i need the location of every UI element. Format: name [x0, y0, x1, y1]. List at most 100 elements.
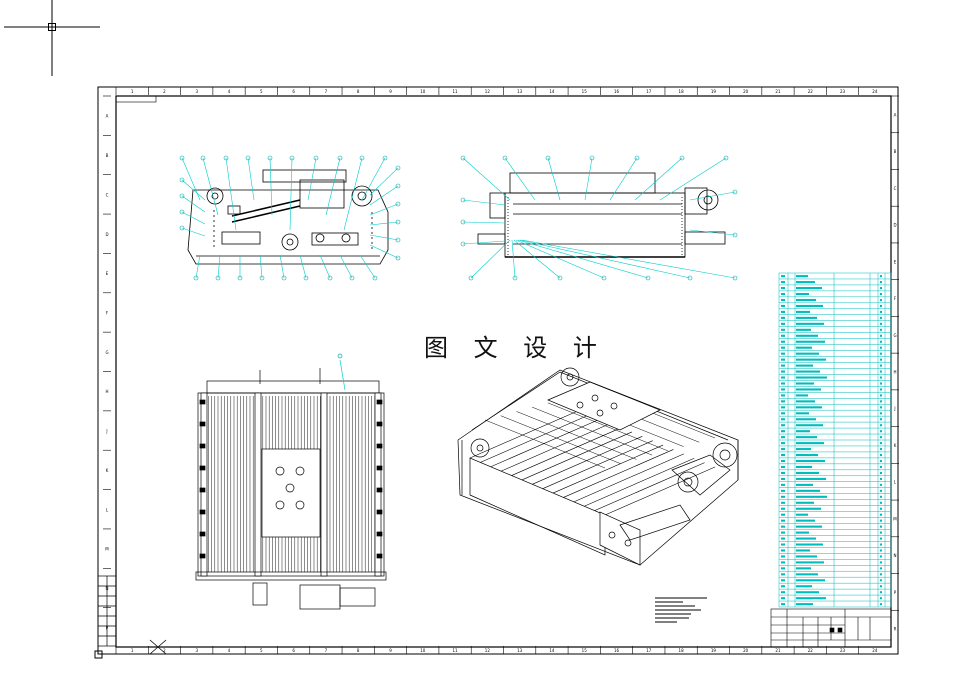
parts-list-table[interactable]: [778, 272, 892, 608]
item-balloon: [259, 275, 265, 281]
item-balloon: [179, 177, 185, 183]
item-balloon: [179, 209, 185, 215]
item-balloon: [395, 255, 401, 261]
zone-number: 8: [357, 89, 360, 94]
zone-number: 3: [195, 89, 198, 94]
item-balloon: [245, 155, 251, 161]
zone-letter: M: [893, 516, 897, 521]
zone-letter: G: [893, 333, 896, 338]
zone-letter: C: [106, 192, 109, 197]
item-balloon: [395, 219, 401, 225]
zone-number: 5: [260, 89, 263, 94]
item-balloon: [313, 155, 319, 161]
zone-number: 10: [420, 89, 426, 94]
item-balloon: [395, 201, 401, 207]
item-balloon: [460, 241, 466, 247]
zone-number: 15: [582, 648, 588, 653]
zone-number: 13: [517, 89, 523, 94]
item-balloon: [468, 275, 474, 281]
item-balloon: [359, 155, 365, 161]
zone-letter: F: [894, 296, 897, 301]
item-balloon: [723, 155, 729, 161]
item-balloon: [557, 275, 563, 281]
technical-notes-block: [655, 597, 707, 623]
revision-block-left: [97, 575, 117, 647]
zone-letter: N: [894, 553, 897, 558]
item-balloon: [732, 275, 738, 281]
item-balloon: [545, 155, 551, 161]
zone-number: 22: [808, 89, 814, 94]
item-balloon: [502, 155, 508, 161]
zone-number: 23: [840, 89, 846, 94]
zone-number: 12: [485, 89, 491, 94]
zone-letter: J: [893, 406, 895, 411]
item-balloon: [679, 155, 685, 161]
item-balloon: [179, 193, 185, 199]
zone-letter: F: [106, 310, 109, 315]
zone-number: 23: [840, 648, 846, 653]
zone-number: 8: [357, 648, 360, 653]
zone-number: 20: [743, 89, 749, 94]
zone-letter: E: [894, 259, 897, 264]
zone-letter: P: [894, 590, 897, 595]
item-balloon: [645, 275, 651, 281]
item-balloon: [395, 183, 401, 189]
zone-letter: R: [894, 627, 897, 632]
zone-number: 22: [808, 648, 814, 653]
end-view-leaders: [460, 155, 738, 281]
zone-number: 16: [614, 648, 620, 653]
item-balloon: [267, 155, 273, 161]
zone-number: 15: [582, 89, 588, 94]
zone-number: 21: [775, 89, 781, 94]
item-balloon: [589, 155, 595, 161]
item-balloon: [634, 155, 640, 161]
title-block[interactable]: [770, 608, 892, 648]
zone-number: 5: [260, 648, 263, 653]
zone-number: 6: [292, 648, 295, 653]
zone-number: 11: [453, 89, 459, 94]
zone-number: 9: [389, 648, 392, 653]
zone-letter: K: [894, 443, 897, 448]
item-balloon: [382, 155, 388, 161]
zone-letter: D: [105, 232, 108, 237]
zone-letter: A: [106, 114, 109, 119]
zone-number: 4: [228, 89, 231, 94]
isometric-roller-bars: [469, 389, 716, 516]
zone-letter: L: [106, 507, 109, 512]
item-balloon: [460, 155, 466, 161]
end-elevation-view[interactable]: [477, 172, 726, 258]
item-balloon: [395, 165, 401, 171]
zone-letter: C: [894, 186, 897, 191]
zone-number: 12: [485, 648, 491, 653]
item-balloon: [395, 237, 401, 243]
item-balloon: [601, 275, 607, 281]
zone-number: 9: [389, 89, 392, 94]
zone-letter: H: [893, 370, 896, 375]
crosshair-cursor-icon: [4, 0, 100, 76]
item-balloon: [687, 275, 693, 281]
zone-number: 7: [325, 89, 328, 94]
plan-view[interactable]: [195, 368, 387, 610]
zone-number: 6: [292, 89, 295, 94]
zone-number: 7: [325, 648, 328, 653]
item-balloon: [372, 275, 378, 281]
zone-letter: H: [105, 389, 108, 394]
zone-number: 18: [679, 89, 685, 94]
zone-number: 19: [711, 89, 717, 94]
item-balloon: [281, 275, 287, 281]
item-balloon: [237, 275, 243, 281]
item-balloon: [289, 155, 295, 161]
item-balloon: [179, 225, 185, 231]
zone-number: 17: [646, 648, 652, 653]
zone-number: 14: [549, 648, 555, 653]
isometric-view[interactable]: [457, 367, 739, 566]
zone-letter: J: [105, 429, 107, 434]
item-balloon: [349, 275, 355, 281]
zone-letter: L: [894, 480, 897, 485]
side-elevation-view[interactable]: [187, 169, 389, 265]
item-balloon: [193, 275, 199, 281]
